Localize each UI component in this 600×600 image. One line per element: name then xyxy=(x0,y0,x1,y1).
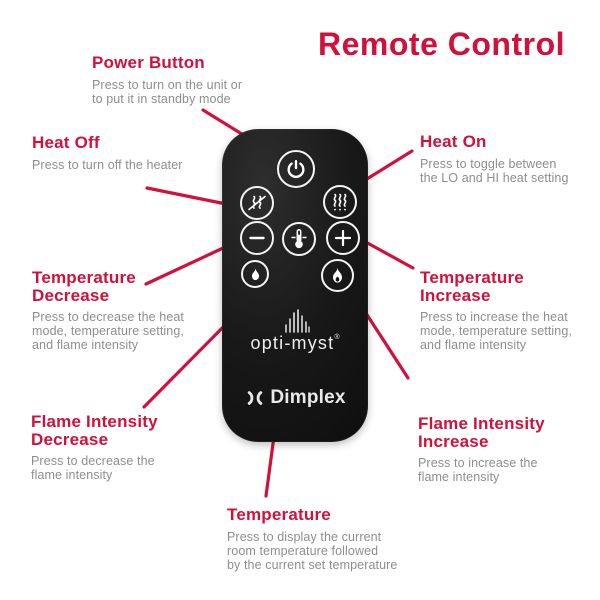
page-title: Remote Control xyxy=(318,26,565,62)
power-icon xyxy=(287,160,305,178)
heat-on-button xyxy=(323,185,357,219)
mist-icon xyxy=(285,309,310,333)
callout-flame-decrease-body: Press to decrease the flame intensity xyxy=(31,454,155,483)
callout-temperature-body: Press to display the current room temper… xyxy=(227,529,398,572)
thermometer-icon xyxy=(291,229,307,249)
callout-power-heading: Power Button xyxy=(92,53,205,72)
temperature-increase-button xyxy=(326,221,360,255)
callout-temp-decrease-heading: Temperature Decrease xyxy=(32,268,136,305)
callout-flame-decrease: Flame Intensity Decrease Press to decrea… xyxy=(31,412,158,483)
plus-icon xyxy=(334,229,352,247)
callout-line-temp-increase xyxy=(360,238,415,270)
temperature-decrease-button xyxy=(240,221,274,255)
callout-temp-increase-heading: Temperature Increase xyxy=(420,268,524,305)
registered-mark: ® xyxy=(334,334,340,341)
callout-heat-off-body: Press to turn off the heater xyxy=(32,157,183,172)
brand-logo-text: Dimplex xyxy=(270,387,346,408)
callout-heat-off-heading: Heat Off xyxy=(32,133,100,152)
callout-temperature-heading: Temperature xyxy=(227,505,331,524)
callout-heat-on-heading: Heat On xyxy=(420,132,487,151)
brand-logo-dimplex: Dimplex xyxy=(222,387,368,409)
flame-intensity-decrease-button xyxy=(241,260,269,288)
callout-temp-decrease-body: Press to decrease the heat mode, tempera… xyxy=(32,310,184,353)
minus-icon xyxy=(249,236,265,240)
callout-power: Power Button Press to turn on the unit o… xyxy=(92,54,242,106)
remote-control: opti-myst® Dimplex xyxy=(222,129,368,442)
heat-off-icon xyxy=(248,195,266,211)
callout-heat-off: Heat Off Press to turn off the heater xyxy=(32,134,183,172)
callout-temp-increase-body: Press to increase the heat mode, tempera… xyxy=(420,310,572,353)
callout-temp-increase: Temperature Increase Press to increase t… xyxy=(420,268,572,353)
heat-off-button xyxy=(240,186,274,220)
callout-flame-increase-heading: Flame Intensity Increase xyxy=(418,414,545,451)
power-button xyxy=(277,150,315,188)
callout-flame-decrease-heading: Flame Intensity Decrease xyxy=(31,412,158,449)
callout-temperature: Temperature Press to display the current… xyxy=(227,506,397,572)
callout-heat-on: Heat On Press to toggle between the LO a… xyxy=(420,133,569,185)
product-logo-opti-myst: opti-myst® xyxy=(222,333,368,354)
flame-small-icon xyxy=(251,268,259,280)
callout-power-body: Press to turn on the unit or to put it i… xyxy=(92,77,243,106)
callout-temp-decrease: Temperature Decrease Press to decrease t… xyxy=(32,268,184,353)
product-logo-text: opti-myst xyxy=(250,333,335,353)
temperature-display-button xyxy=(282,222,316,256)
flame-large-icon xyxy=(332,267,343,283)
callout-flame-increase: Flame Intensity Increase Press to increa… xyxy=(418,414,545,485)
flame-intensity-increase-button xyxy=(321,259,354,292)
callout-heat-on-body: Press to toggle between the LO and HI he… xyxy=(420,156,569,185)
heat-on-icon xyxy=(333,193,347,211)
callout-flame-increase-body: Press to increase the flame intensity xyxy=(418,456,538,485)
dimplex-mark-icon xyxy=(248,391,263,405)
